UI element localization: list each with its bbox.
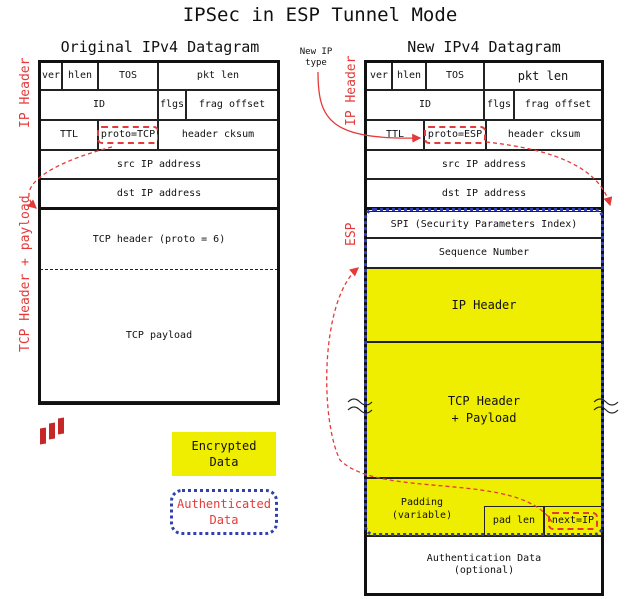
next-ip-arrow	[326, 267, 553, 523]
right-ver: ver	[366, 61, 392, 90]
right-inner-ip-header: IP Header	[366, 268, 602, 342]
right-seq: Sequence Number	[366, 238, 602, 268]
left-proto-cell: proto=TCP	[96, 120, 160, 150]
left-id: ID	[40, 90, 158, 120]
right-frag-offset: frag offset	[514, 90, 602, 120]
right-auth-data: Authentication Data (optional)	[366, 536, 602, 594]
legend-authenticated: Authenticated Data	[170, 489, 278, 535]
left-tcp-payload: TCP payload	[40, 269, 278, 402]
right-header-cksum: header cksum	[486, 120, 602, 150]
right-padding: Padding (variable)	[391, 497, 453, 521]
left-tos: TOS	[98, 61, 158, 90]
diagram-title: IPSec in ESP Tunnel Mode	[182, 4, 458, 26]
left-dst: dst IP address	[40, 179, 278, 209]
left-flgs: flgs	[158, 90, 186, 120]
left-proto-arrow	[27, 146, 113, 209]
right-proto: proto=ESP	[423, 126, 487, 144]
right-tos: TOS	[426, 61, 484, 90]
left-heading: Original IPv4 Datagram	[60, 38, 260, 56]
authenticated-region	[364, 208, 604, 536]
right-dst: dst IP address	[366, 179, 602, 209]
right-next-cell: next=IP	[544, 506, 602, 536]
left-pkt-len: pkt len	[158, 61, 278, 90]
right-inner-tcp: TCP Header + Payload	[366, 342, 602, 478]
right-hlen: hlen	[392, 61, 426, 90]
break-mark-left	[347, 398, 373, 414]
right-src: src IP address	[366, 150, 602, 179]
right-pkt-len: pkt len	[484, 61, 602, 90]
right-id: ID	[366, 90, 484, 120]
left-src: src IP address	[40, 150, 278, 179]
new-ip-type-arrow	[317, 71, 422, 143]
break-mark-right	[593, 398, 619, 414]
right-heading: New IPv4 Datagram	[407, 38, 561, 56]
right-flgs: flgs	[484, 90, 514, 120]
left-header-divider	[38, 207, 280, 210]
legend-encrypted: Encrypted Data	[172, 432, 276, 476]
right-proto-cell: proto=ESP	[423, 120, 487, 150]
left-header-cksum: header cksum	[158, 120, 278, 150]
right-proto-arrow	[485, 141, 613, 207]
new-ip-type-label: New IP type	[299, 47, 333, 68]
left-datagram-frame	[38, 60, 280, 405]
right-pad-len: pad len	[484, 506, 544, 536]
left-tcp-header: TCP header (proto = 6)	[40, 209, 278, 269]
right-spi: SPI (Security Parameters Index)	[366, 211, 602, 238]
right-next: next=IP	[547, 512, 599, 530]
left-frag-offset: frag offset	[186, 90, 278, 120]
